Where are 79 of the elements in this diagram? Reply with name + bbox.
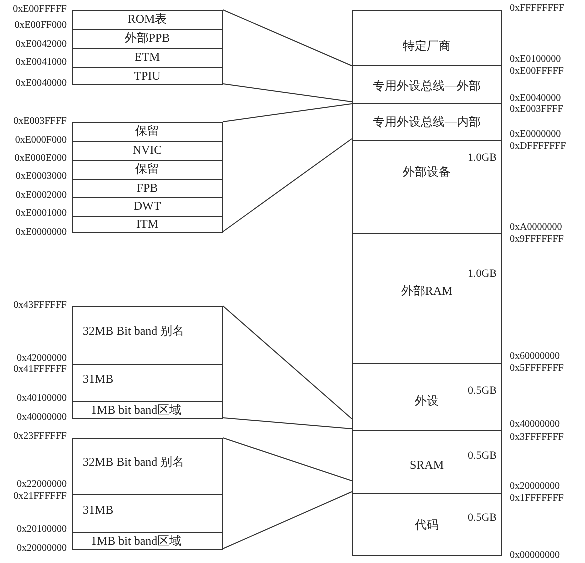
address-label: 0x5FFFFFFF bbox=[510, 363, 564, 374]
memory-region: 1MB bit band区域 bbox=[73, 532, 222, 550]
address-label: 0xE0001000 bbox=[16, 208, 67, 219]
address-label: 0xE0000000 bbox=[16, 227, 67, 238]
address-label: 0xE00FFFFF bbox=[13, 4, 67, 15]
address-label: 0xE0000000 bbox=[510, 129, 562, 140]
address-label: 0xE00FFFFF bbox=[510, 66, 564, 77]
connector-line bbox=[222, 84, 352, 102]
address-label: 0x20000000 bbox=[17, 543, 67, 554]
connector-line bbox=[222, 492, 352, 550]
address-label: 0xE0040000 bbox=[510, 93, 562, 104]
address-label: 0x21FFFFFF bbox=[14, 491, 67, 502]
connector-line bbox=[222, 138, 352, 232]
memory-region: 外设 0.5GB bbox=[352, 363, 502, 431]
address-label: 0xE00FF000 bbox=[14, 20, 67, 31]
address-label: 0x41FFFFFF bbox=[14, 364, 67, 375]
address-label: 0xA0000000 bbox=[510, 222, 562, 233]
memory-block bbox=[72, 438, 223, 550]
memory-region: 专用外设总线—外部 bbox=[352, 65, 502, 104]
memory-region: 特定厂商 bbox=[352, 10, 502, 66]
memory-region: 外部RAM 1.0GB bbox=[352, 233, 502, 364]
memory-region: DWT bbox=[73, 197, 222, 216]
address-label: 0xE0100000 bbox=[510, 54, 562, 65]
memory-region: 外部设备 1.0GB bbox=[352, 140, 502, 234]
memory-block bbox=[72, 10, 223, 85]
memory-region: 1MB bit band区域 bbox=[73, 401, 222, 419]
memory-block bbox=[72, 122, 223, 233]
address-label: 0x00000000 bbox=[510, 550, 560, 561]
address-label: 0x20000000 bbox=[510, 481, 560, 492]
address-label: 0xE003FFFF bbox=[510, 104, 564, 115]
memory-region: FPB bbox=[73, 179, 222, 197]
address-label: 0x40000000 bbox=[17, 412, 67, 423]
size-label: 0.5GB bbox=[468, 450, 497, 462]
memory-region: 32MB Bit band 别名 bbox=[73, 439, 222, 494]
size-label: 1.0GB bbox=[468, 152, 497, 164]
address-label: 0x3FFFFFFF bbox=[510, 432, 564, 443]
memory-region: SRAM 0.5GB bbox=[352, 430, 502, 494]
connector-line bbox=[222, 438, 352, 482]
address-label: 0x23FFFFFF bbox=[14, 431, 67, 442]
size-label: 1.0GB bbox=[468, 268, 497, 280]
address-label: 0x40100000 bbox=[17, 393, 67, 404]
address-label: 0xE003FFFF bbox=[14, 116, 67, 127]
address-label: 0x43FFFFFF bbox=[14, 300, 67, 311]
size-label: 0.5GB bbox=[468, 512, 497, 524]
connector-line bbox=[222, 104, 352, 122]
memory-region: ROM表 bbox=[73, 11, 222, 29]
address-label: 0xE0002000 bbox=[16, 190, 67, 201]
memory-region: 31MB bbox=[73, 364, 222, 401]
memory-region: 保留 bbox=[73, 160, 222, 179]
address-label: 0xFFFFFFFF bbox=[510, 3, 564, 14]
memory-region: 代码 0.5GB bbox=[352, 493, 502, 556]
address-label: 0xE0042000 bbox=[16, 39, 67, 50]
address-label: 0x42000000 bbox=[17, 353, 67, 364]
address-label: 0xE0003000 bbox=[16, 171, 67, 182]
address-label: 0x1FFFFFFF bbox=[510, 493, 564, 504]
memory-region: 专用外设总线—内部 bbox=[352, 103, 502, 141]
memory-region: 保留 bbox=[73, 123, 222, 141]
connector-line bbox=[222, 10, 352, 66]
memory-region: TPIU bbox=[73, 67, 222, 85]
address-label: 0xDFFFFFFF bbox=[510, 141, 566, 152]
memory-region: 31MB bbox=[73, 494, 222, 532]
connector-line bbox=[222, 306, 352, 420]
address-label: 0x60000000 bbox=[510, 351, 560, 362]
address-label: 0xE000F000 bbox=[15, 135, 67, 146]
address-label: 0xE0040000 bbox=[16, 78, 67, 89]
size-label: 0.5GB bbox=[468, 385, 497, 397]
address-label: 0x22000000 bbox=[17, 479, 67, 490]
address-label: 0x40000000 bbox=[510, 419, 560, 430]
memory-region: 32MB Bit band 别名 bbox=[73, 307, 222, 364]
address-label: 0x20100000 bbox=[17, 524, 67, 535]
memory-region: ITM bbox=[73, 216, 222, 233]
memory-region: NVIC bbox=[73, 141, 222, 160]
memory-block bbox=[72, 306, 223, 419]
address-label: 0xE000E000 bbox=[14, 153, 67, 164]
memory-region: ETM bbox=[73, 48, 222, 67]
address-label: 0x9FFFFFFF bbox=[510, 234, 564, 245]
memory-region: 外部PPB bbox=[73, 29, 222, 48]
connector-line bbox=[222, 418, 352, 430]
address-label: 0xE0041000 bbox=[16, 57, 67, 68]
